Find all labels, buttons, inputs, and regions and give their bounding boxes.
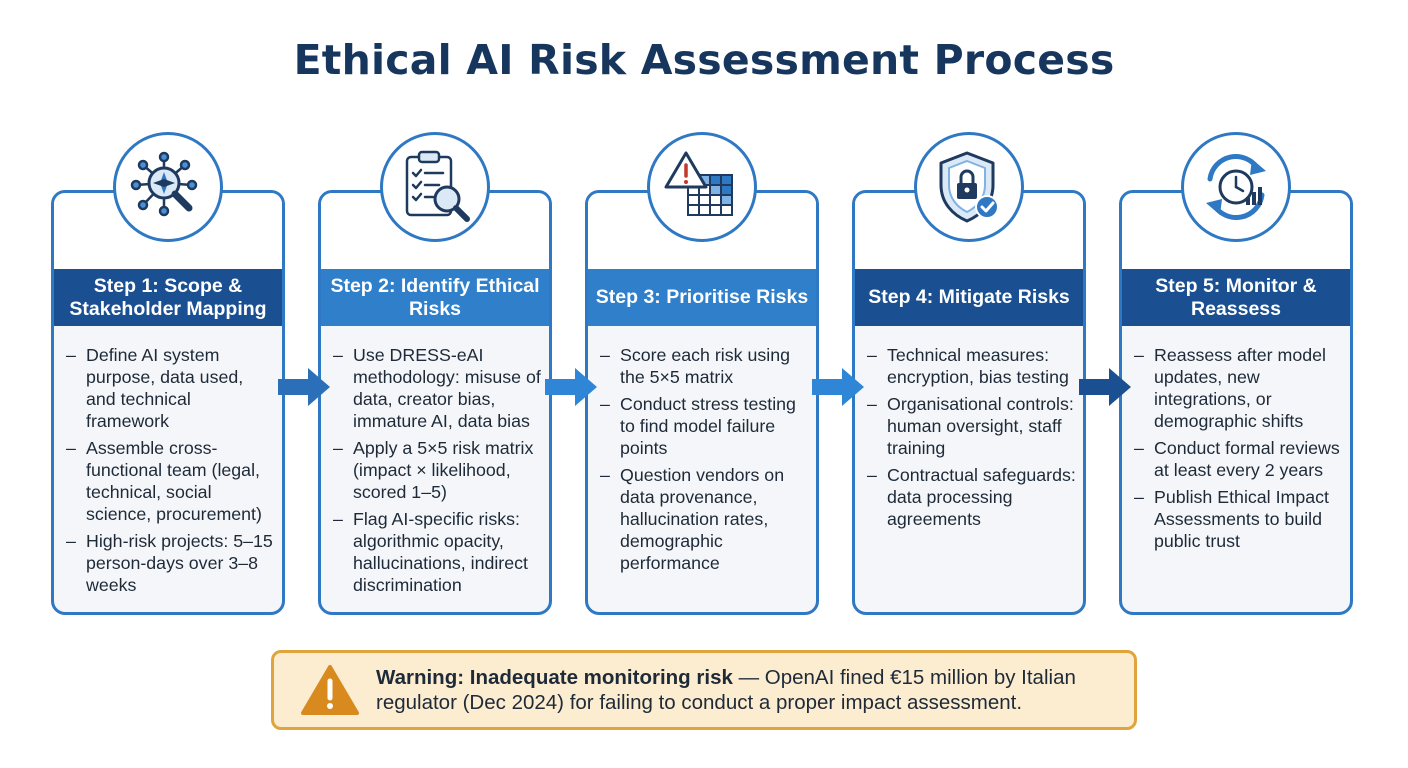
clipboard-search-icon — [380, 132, 490, 242]
bullet-item: –Conduct stress testing to find model fa… — [600, 394, 796, 458]
warning-triangle-icon — [301, 665, 359, 715]
warning-matrix-icon — [647, 132, 757, 242]
bullet-item: –High-risk projects: 5–15 person-days ov… — [66, 531, 273, 595]
arrow-right-icon — [278, 368, 330, 406]
step-bullets: –Define AI system purpose, data used, an… — [54, 326, 282, 601]
bullet-item: –Question vendors on data provenance, ha… — [600, 465, 785, 573]
network-compass-icon — [113, 132, 223, 242]
step-bullets: –Score each risk using the 5×5 matrix –C… — [588, 326, 816, 579]
shield-lock-icon — [914, 132, 1024, 242]
step-heading: Step 2: Identify Ethical Risks — [321, 269, 549, 326]
step-bullets: –Use DRESS-eAI methodology: misuse of da… — [321, 326, 549, 601]
bullet-item: –Organisational controls: human oversigh… — [867, 394, 1074, 458]
bullet-item: –Contractual safeguards: data processing… — [867, 465, 1076, 529]
bullet-item: –Define AI system purpose, data used, an… — [66, 345, 244, 431]
bullet-item: –Publish Ethical Impact Assessments to b… — [1134, 487, 1329, 551]
bullet-item: –Flag AI-specific risks: algorithmic opa… — [333, 509, 528, 595]
arrow-right-icon — [1079, 368, 1131, 406]
step-heading: Step 5: Monitor & Reassess — [1122, 269, 1350, 326]
step-card-1: Step 1: Scope & Stakeholder Mapping –Def… — [51, 190, 285, 615]
warning-text: Warning: Inadequate monitoring risk — Op… — [376, 665, 1134, 715]
bullet-item: –Conduct formal reviews at least every 2… — [1134, 438, 1340, 480]
bullet-item: –Apply a 5×5 risk matrix (impact × likel… — [333, 438, 534, 502]
warning-banner: Warning: Inadequate monitoring risk — Op… — [271, 650, 1137, 730]
step-card-4: Step 4: Mitigate Risks –Technical measur… — [852, 190, 1086, 615]
bullet-item: –Assemble cross-functional team (legal, … — [66, 438, 262, 524]
bullet-item: –Use DRESS-eAI methodology: misuse of da… — [333, 345, 541, 431]
arrow-right-icon — [812, 368, 864, 406]
page-title: Ethical AI Risk Assessment Process — [293, 36, 1115, 84]
step-card-2: Step 2: Identify Ethical Risks –Use DRES… — [318, 190, 552, 615]
step-card-5: Step 5: Monitor & Reassess –Reassess aft… — [1119, 190, 1353, 615]
bullet-item: –Technical measures: encryption, bias te… — [867, 345, 1069, 387]
step-bullets: –Technical measures: encryption, bias te… — [855, 326, 1083, 535]
step-card-3: Step 3: Prioritise Risks –Score each ris… — [585, 190, 819, 615]
bullet-item: –Score each risk using the 5×5 matrix — [600, 345, 790, 387]
clock-refresh-icon — [1181, 132, 1291, 242]
warning-detail: — OpenAI fined €15 million by Italian re… — [376, 666, 1076, 714]
step-bullets: –Reassess after model updates, new integ… — [1122, 326, 1350, 557]
bullet-item: –Reassess after model updates, new integ… — [1134, 345, 1326, 431]
step-heading: Step 1: Scope & Stakeholder Mapping — [54, 269, 282, 326]
warning-label: Warning: Inadequate monitoring risk — [376, 666, 733, 689]
step-heading: Step 3: Prioritise Risks — [588, 269, 816, 326]
arrow-right-icon — [545, 368, 597, 406]
step-heading: Step 4: Mitigate Risks — [855, 269, 1083, 326]
